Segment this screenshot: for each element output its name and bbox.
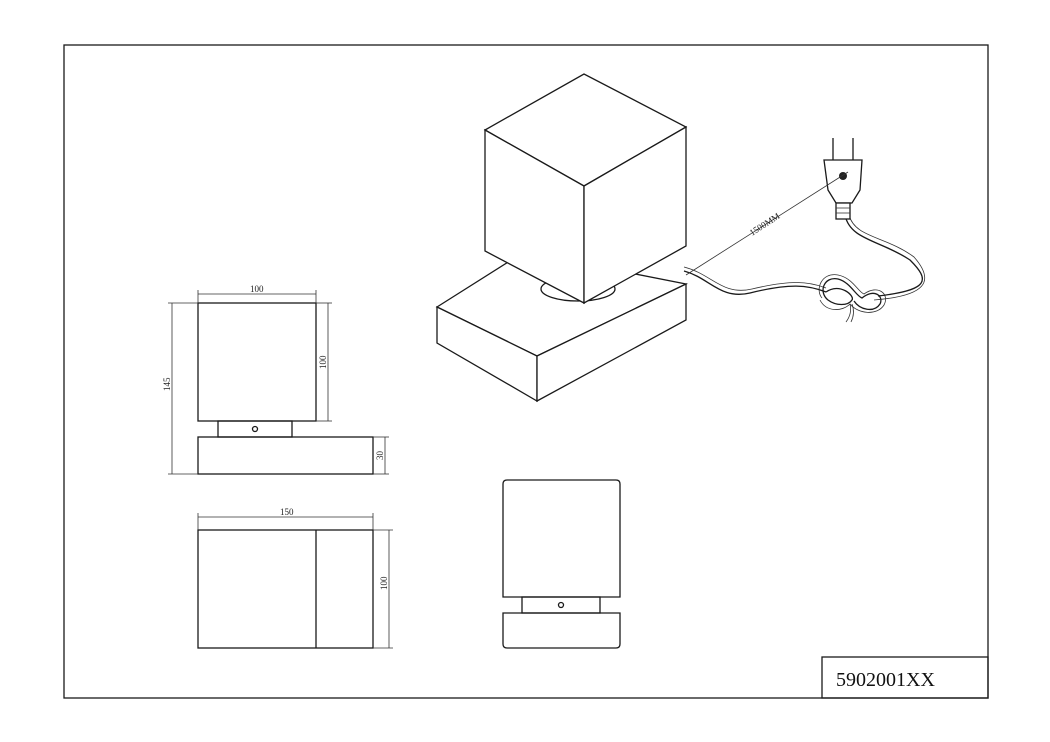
side-shade bbox=[502, 479, 621, 598]
dim-base-depth: 100 bbox=[379, 576, 389, 590]
cable-length-label: 1500MM bbox=[748, 211, 782, 238]
cable-length-leader bbox=[685, 171, 849, 276]
dim-shade-height: 100 bbox=[318, 355, 328, 369]
product-code: 5902001XX bbox=[836, 669, 935, 691]
dim-base-width: 150 bbox=[280, 507, 294, 517]
plug-icon bbox=[823, 138, 863, 220]
plug-cable bbox=[844, 214, 923, 297]
dim-base-height: 30 bbox=[375, 451, 385, 461]
iso-shade bbox=[483, 73, 688, 305]
title-block: 5902001XX bbox=[821, 656, 989, 699]
side-switch-icon bbox=[557, 601, 565, 609]
front-connector bbox=[217, 420, 293, 438]
side-connector bbox=[521, 596, 601, 614]
top-view: 150 100 bbox=[197, 507, 393, 649]
isometric-view: 1500MM bbox=[435, 73, 925, 403]
front-base bbox=[197, 436, 374, 475]
front-shade bbox=[197, 302, 317, 422]
side-base bbox=[502, 612, 621, 649]
power-cable bbox=[683, 270, 827, 295]
side-view bbox=[502, 479, 621, 649]
dim-total-height: 145 bbox=[162, 377, 172, 391]
front-view: 100 100 145 30 bbox=[162, 284, 389, 475]
front-switch-icon bbox=[251, 425, 259, 433]
sheet-frame bbox=[63, 44, 989, 699]
dim-front-width: 100 bbox=[250, 284, 264, 294]
cable-loop bbox=[818, 274, 886, 323]
top-base bbox=[197, 529, 374, 649]
